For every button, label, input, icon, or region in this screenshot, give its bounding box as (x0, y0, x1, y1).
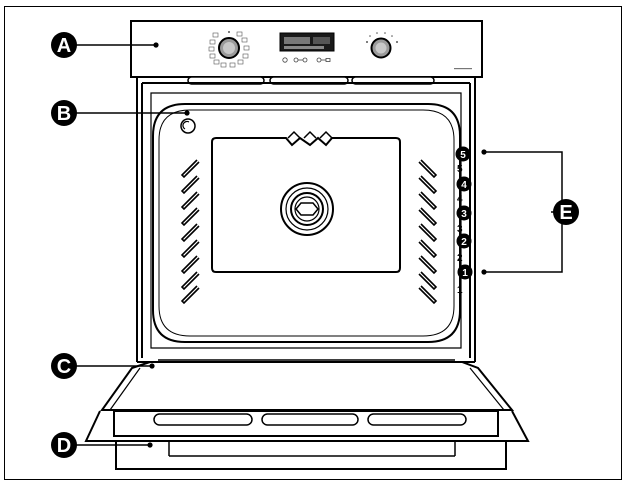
oven-body (136, 78, 476, 363)
shelf-label-5: 5 (457, 164, 463, 175)
door-vent-left (153, 413, 253, 426)
shelf-badge-4: 4 (456, 176, 472, 192)
callout-a-letter: A (57, 35, 71, 57)
back-panel (211, 130, 401, 273)
shelf-level-labels: 5 4 3 2 1 (457, 164, 463, 296)
callout-a: A (51, 32, 77, 58)
shelf-label-1: 1 (457, 285, 463, 296)
callout-d: D (51, 432, 77, 458)
callout-b: B (51, 100, 77, 126)
shelf-badge-3: 3 (456, 205, 472, 221)
shelf-badge-2-number: 2 (461, 237, 467, 248)
display-buttons (282, 57, 331, 63)
shelf-label-4: 4 (457, 194, 463, 205)
callout-c-letter: C (57, 356, 71, 378)
oven-lamp (180, 118, 196, 134)
leader-dots (147, 42, 487, 448)
leader-lines (76, 44, 563, 446)
callout-e: E (553, 199, 579, 225)
callout-d-letter: D (57, 435, 71, 457)
callout-b-letter: B (57, 103, 71, 125)
figure-frame (4, 6, 622, 480)
digital-display (279, 32, 335, 52)
door-vent-right (367, 413, 467, 426)
shelf-badge-2: 2 (456, 233, 472, 249)
shelf-badge-1: 1 (457, 264, 473, 280)
shelf-badge-5-number: 5 (460, 150, 466, 161)
bottom-drawer (115, 440, 507, 470)
shelf-badge-3-number: 3 (461, 209, 467, 220)
shelf-level-badges: 5 4 3 2 1 (455, 146, 473, 280)
oven-door (84, 359, 530, 442)
control-panel (130, 20, 483, 85)
shelf-badge-1-number: 1 (462, 268, 468, 279)
left-shelf-guides (180, 159, 200, 305)
callout-c: C (51, 353, 77, 379)
shelf-label-2: 2 (457, 253, 463, 264)
fan-cover (280, 182, 334, 236)
door-vent-middle (261, 413, 359, 426)
callout-e-letter: E (559, 202, 572, 224)
shelf-label-3: 3 (457, 224, 463, 235)
right-shelf-guides (418, 159, 438, 305)
shelf-badge-5: 5 (455, 146, 471, 162)
function-selector-knob (208, 31, 250, 68)
temperature-knob (366, 32, 398, 59)
model-marking (454, 68, 472, 70)
shelf-badge-4-number: 4 (461, 180, 467, 191)
